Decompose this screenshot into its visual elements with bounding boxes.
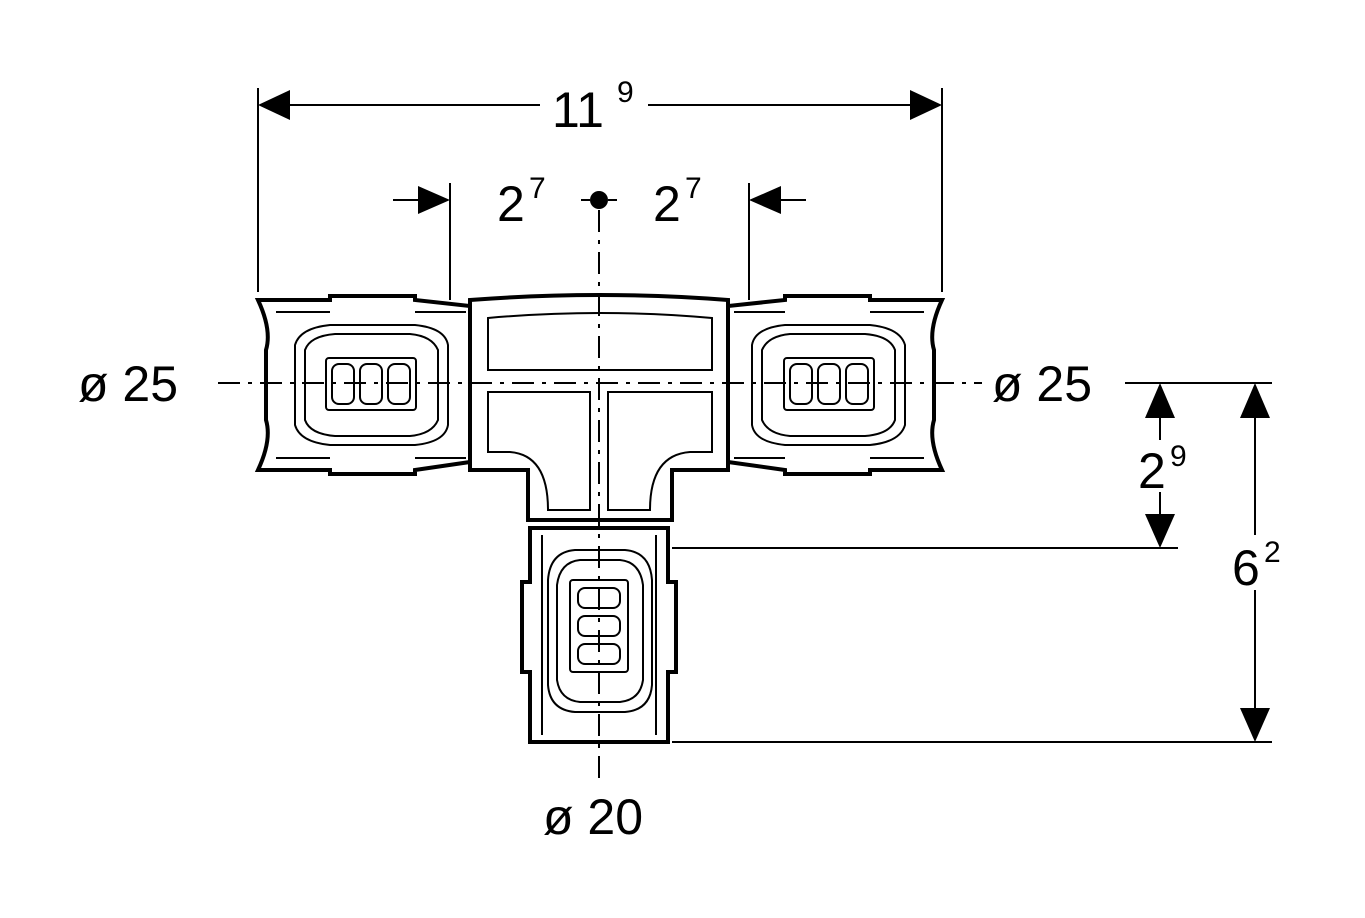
arrow-up-icon — [1240, 383, 1270, 418]
total-height-sup: 2 — [1264, 536, 1281, 569]
arrow-up-icon — [1145, 383, 1175, 418]
branch-length-main: 2 — [1138, 443, 1166, 499]
branch-length-sup: 9 — [1170, 440, 1187, 473]
right-offset-main: 2 — [653, 176, 681, 232]
arrow-left-icon — [258, 90, 290, 120]
total-height-dimension: 6 2 — [1232, 383, 1281, 742]
right-diameter-label: ø 25 — [992, 356, 1092, 412]
left-offset-sup: 7 — [529, 172, 546, 205]
right-press-sleeve — [726, 294, 946, 476]
right-offset-sup: 7 — [685, 172, 702, 205]
center-point-icon — [590, 191, 608, 209]
right-offset-dimension: 2 7 — [653, 172, 806, 300]
left-diameter-label: ø 25 — [78, 356, 178, 412]
left-press-sleeve — [254, 294, 472, 476]
overall-width-dimension: 11 9 — [257, 76, 943, 292]
arrow-right-icon — [418, 186, 450, 214]
total-height-main: 6 — [1232, 540, 1260, 596]
left-offset-dimension: 2 7 — [393, 172, 546, 300]
arrow-down-icon — [1145, 514, 1175, 548]
vertical-extension-lines — [672, 382, 1272, 743]
overall-width-main: 11 — [552, 82, 604, 138]
center-lines — [218, 210, 982, 780]
bottom-diameter-label: ø 20 — [543, 789, 643, 845]
arrow-right-icon — [910, 90, 942, 120]
branch-length-dimension: 2 9 — [1138, 383, 1187, 548]
arrow-down-icon — [1240, 708, 1270, 742]
arrow-left-icon — [749, 186, 781, 214]
overall-width-sup: 9 — [617, 76, 634, 109]
left-offset-main: 2 — [497, 176, 525, 232]
